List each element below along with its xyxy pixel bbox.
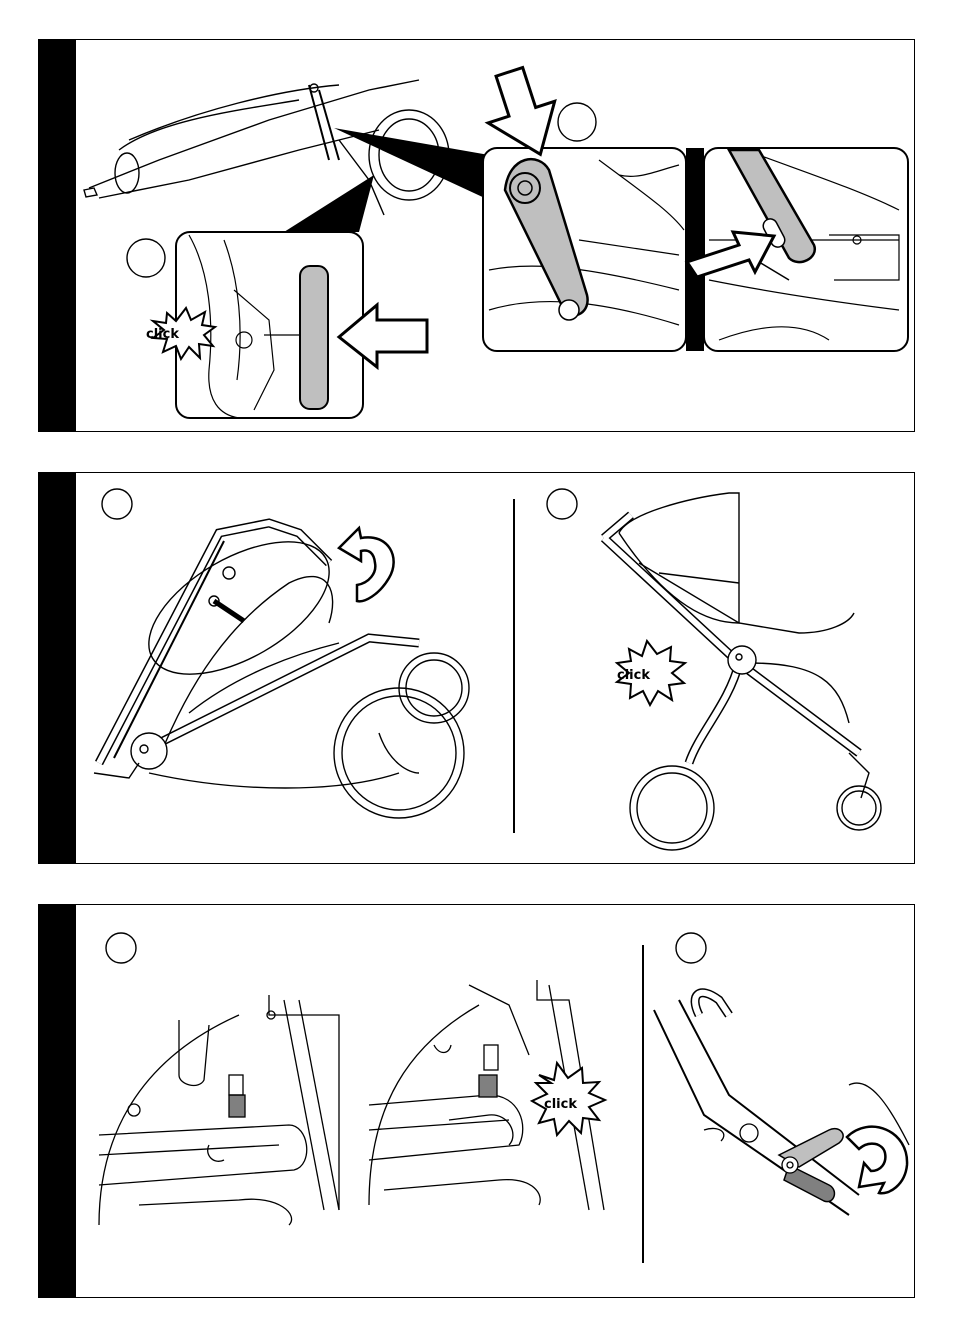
instruction-panel-1: click <box>38 39 915 432</box>
panel-1-illustration: click <box>39 40 915 432</box>
step-circle-2 <box>676 933 706 963</box>
panel-2-divider <box>513 499 515 833</box>
zoom-box-release-button <box>176 232 427 418</box>
instruction-panel-3: click <box>38 904 915 1298</box>
zoom-box-slot <box>687 148 908 351</box>
zoom-wedge-left <box>284 175 374 232</box>
click-label: click <box>617 668 650 683</box>
stroller-half-folded <box>94 515 469 818</box>
click-burst-2: click <box>617 641 685 705</box>
panel-2-illustration: click <box>39 473 915 864</box>
click-label: click <box>544 1097 577 1112</box>
rotate-arrow-icon <box>847 1127 907 1194</box>
zoom-separator <box>686 148 704 351</box>
latch-detail-open <box>99 995 339 1225</box>
step-circle-1 <box>127 239 165 277</box>
panel-3-divider <box>642 945 644 1263</box>
instruction-panel-2: click <box>38 472 915 864</box>
step-circle-2 <box>558 103 596 141</box>
step-circle-2 <box>547 489 577 519</box>
step-circle-1 <box>102 489 132 519</box>
click-label: click <box>146 327 179 342</box>
step-circle-1 <box>106 933 136 963</box>
panel-3-illustration: click <box>39 905 915 1298</box>
rotate-arrow-icon <box>339 528 394 601</box>
click-burst-3: click <box>532 1063 605 1135</box>
